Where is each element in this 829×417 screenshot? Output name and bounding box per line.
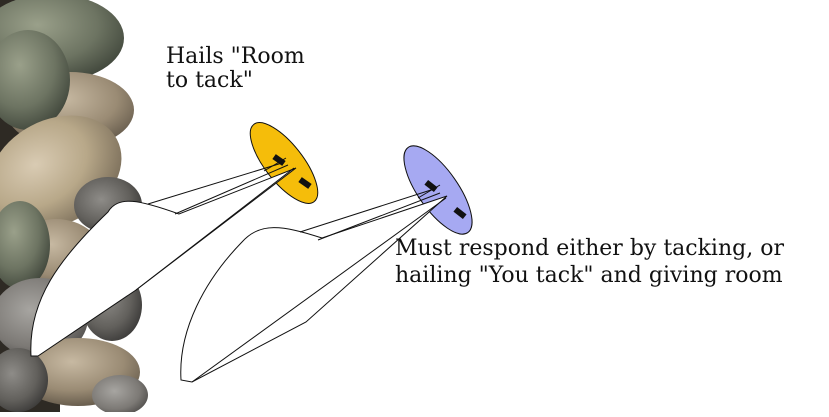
- response-annotation: Must respond either by tacking, or haili…: [395, 235, 784, 289]
- hail-annotation-line-1: Hails "Room: [166, 45, 305, 69]
- hail-annotation-line-2: to tack": [166, 69, 305, 93]
- hail-annotation: Hails "Room to tack": [166, 45, 305, 93]
- response-annotation-line-2: hailing "You tack" and giving room: [395, 262, 784, 289]
- response-annotation-line-1: Must respond either by tacking, or: [395, 235, 784, 262]
